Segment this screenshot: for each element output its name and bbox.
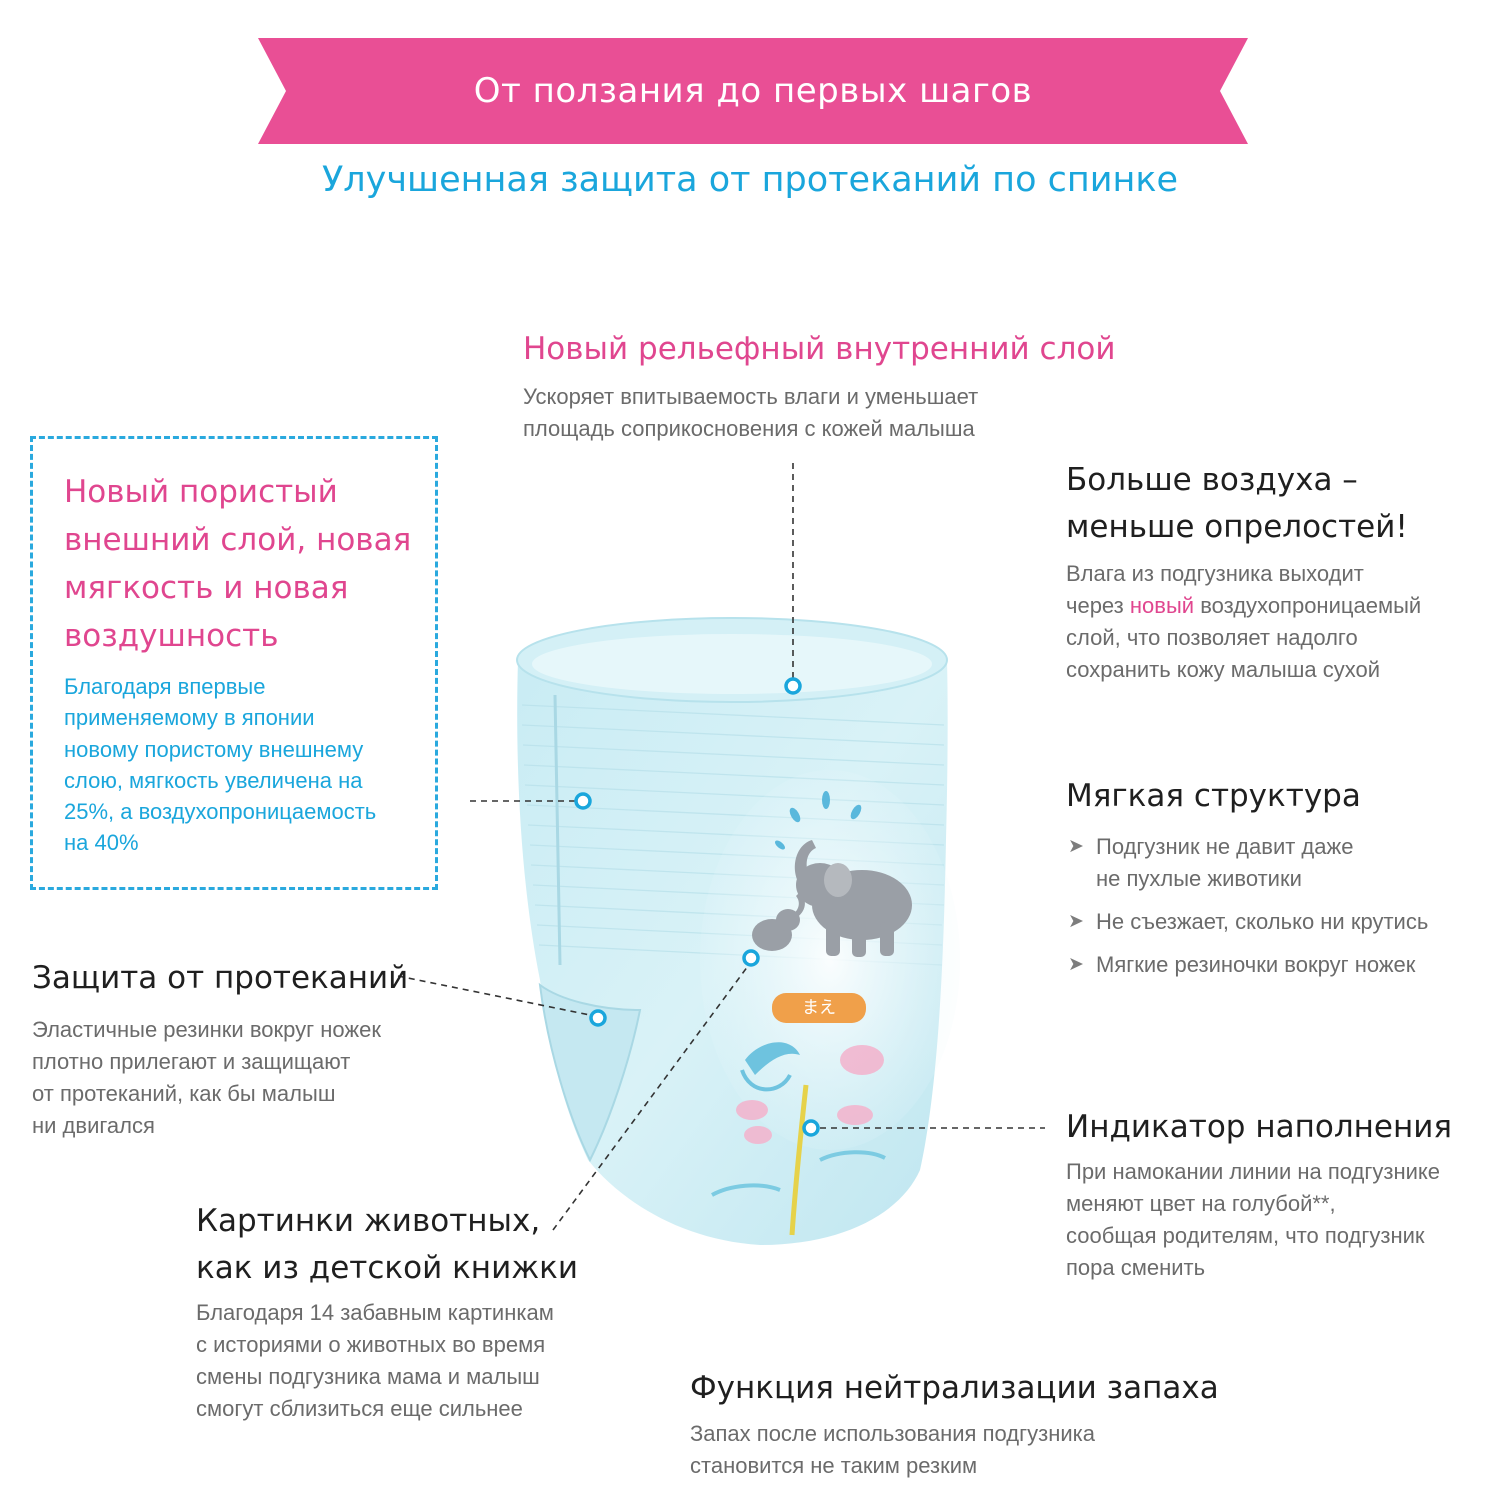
- outer-layer-text: Благодаря впервые применяемому в японии …: [64, 674, 377, 856]
- arrow-icon: ➤: [1068, 911, 1084, 932]
- top-feature-title: Новый рельефный внутренний слой: [523, 331, 1116, 367]
- odor-text: Запах после использования подгузника ста…: [690, 1421, 1095, 1478]
- soft-list: ➤Подгузник не давит даже не пухлые живот…: [1066, 831, 1486, 992]
- title-banner: [258, 38, 1248, 144]
- list-item: ➤Подгузник не давит даже не пухлые живот…: [1066, 831, 1486, 895]
- outer-layer-box: [30, 436, 438, 890]
- top-feature-text: Ускоряет впитываемость влаги и уменьшает…: [523, 384, 979, 441]
- list-item: ➤Не съезжает, сколько ни крутись: [1066, 906, 1486, 938]
- subtitle: Улучшенная защита от протеканий по спинк…: [321, 160, 1179, 200]
- diaper-front-tag: まえ: [802, 998, 836, 1018]
- leak-title: Защита от протеканий: [32, 960, 409, 996]
- odor-title: Функция нейтрализации запаха: [690, 1370, 1219, 1406]
- list-item: ➤Мягкие резиночки вокруг ножек: [1066, 949, 1486, 981]
- highlight-new: новый: [1129, 593, 1195, 618]
- arrow-icon: ➤: [1068, 954, 1084, 975]
- animals-title: Картинки животных, как из детской книжки: [196, 1203, 579, 1286]
- soft-title: Мягкая структура: [1066, 778, 1361, 814]
- air-text: Влага из подгузника выходит через новый …: [1066, 561, 1422, 682]
- indicator-text: При намокании линии на подгузнике меняют…: [1066, 1159, 1440, 1280]
- animals-text: Благодаря 14 забавным картинкам с истори…: [196, 1300, 554, 1421]
- air-title: Больше воздуха – меньше опрелостей!: [1066, 462, 1408, 545]
- arrow-icon: ➤: [1068, 836, 1084, 857]
- banner-title: От ползания до первых шагов: [473, 71, 1033, 111]
- leak-text: Эластичные резинки вокруг ножек плотно п…: [32, 1017, 381, 1138]
- outer-layer-title: Новый пористый внешний слой, новая мягко…: [64, 474, 412, 654]
- indicator-title: Индикатор наполнения: [1066, 1109, 1453, 1145]
